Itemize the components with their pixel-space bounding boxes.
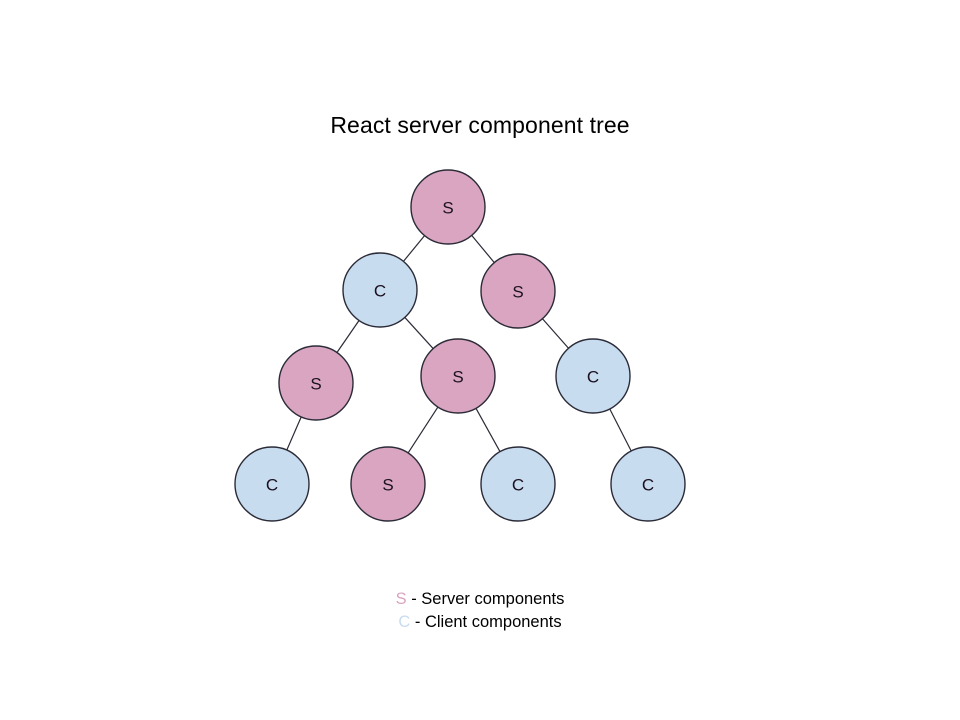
tree-node-client[interactable]: C [234, 446, 310, 522]
node-circle[interactable] [480, 446, 556, 522]
node-label: S [442, 199, 453, 218]
node-label: S [382, 476, 393, 495]
tree-node-client[interactable]: C [555, 338, 631, 414]
tree-edge [404, 317, 434, 349]
node-circle[interactable] [610, 446, 686, 522]
tree-nodes: S C S S S C C S C C [234, 169, 686, 522]
node-circle[interactable] [420, 338, 496, 414]
tree-edge [286, 416, 302, 451]
node-circle[interactable] [278, 345, 354, 421]
page-title: React server component tree [330, 112, 630, 138]
node-label: C [266, 476, 278, 495]
node-circle[interactable] [350, 446, 426, 522]
tree-node-client[interactable]: C [480, 446, 556, 522]
tree-edge [475, 408, 501, 452]
tree-node-client[interactable]: C [342, 252, 418, 328]
tree-edge [542, 318, 569, 349]
node-label: S [310, 375, 321, 394]
tree-node-server[interactable]: S [410, 169, 486, 245]
node-circle[interactable] [480, 253, 556, 329]
node-label: S [452, 368, 463, 387]
tree-node-server[interactable]: S [278, 345, 354, 421]
legend-item: S - Server components [0, 588, 960, 611]
legend-item-label: - Client components [410, 612, 562, 631]
node-label: C [642, 476, 654, 495]
tree-edge [609, 408, 632, 452]
tree-edge [471, 235, 495, 263]
node-circle[interactable] [555, 338, 631, 414]
node-label: C [587, 368, 599, 387]
tree-node-server[interactable]: S [350, 446, 426, 522]
legend-key-glyph: C [398, 612, 411, 631]
legend-item-label: - Server components [406, 590, 565, 608]
node-circle[interactable] [234, 446, 310, 522]
node-circle[interactable] [410, 169, 486, 245]
node-label: S [512, 283, 523, 302]
tree-edge [402, 235, 426, 262]
legend-key-glyph: S [395, 590, 407, 608]
tree-node-client[interactable]: C [610, 446, 686, 522]
tree-edges [286, 235, 632, 454]
node-label: C [512, 476, 524, 495]
tree-edge [336, 320, 360, 353]
node-circle[interactable] [342, 252, 418, 328]
tree-node-server[interactable]: S [480, 253, 556, 329]
tree-node-server[interactable]: S [420, 338, 496, 414]
node-label: C [374, 282, 386, 301]
legend-item: C - Client components [0, 611, 960, 634]
tree-edge [407, 406, 439, 454]
